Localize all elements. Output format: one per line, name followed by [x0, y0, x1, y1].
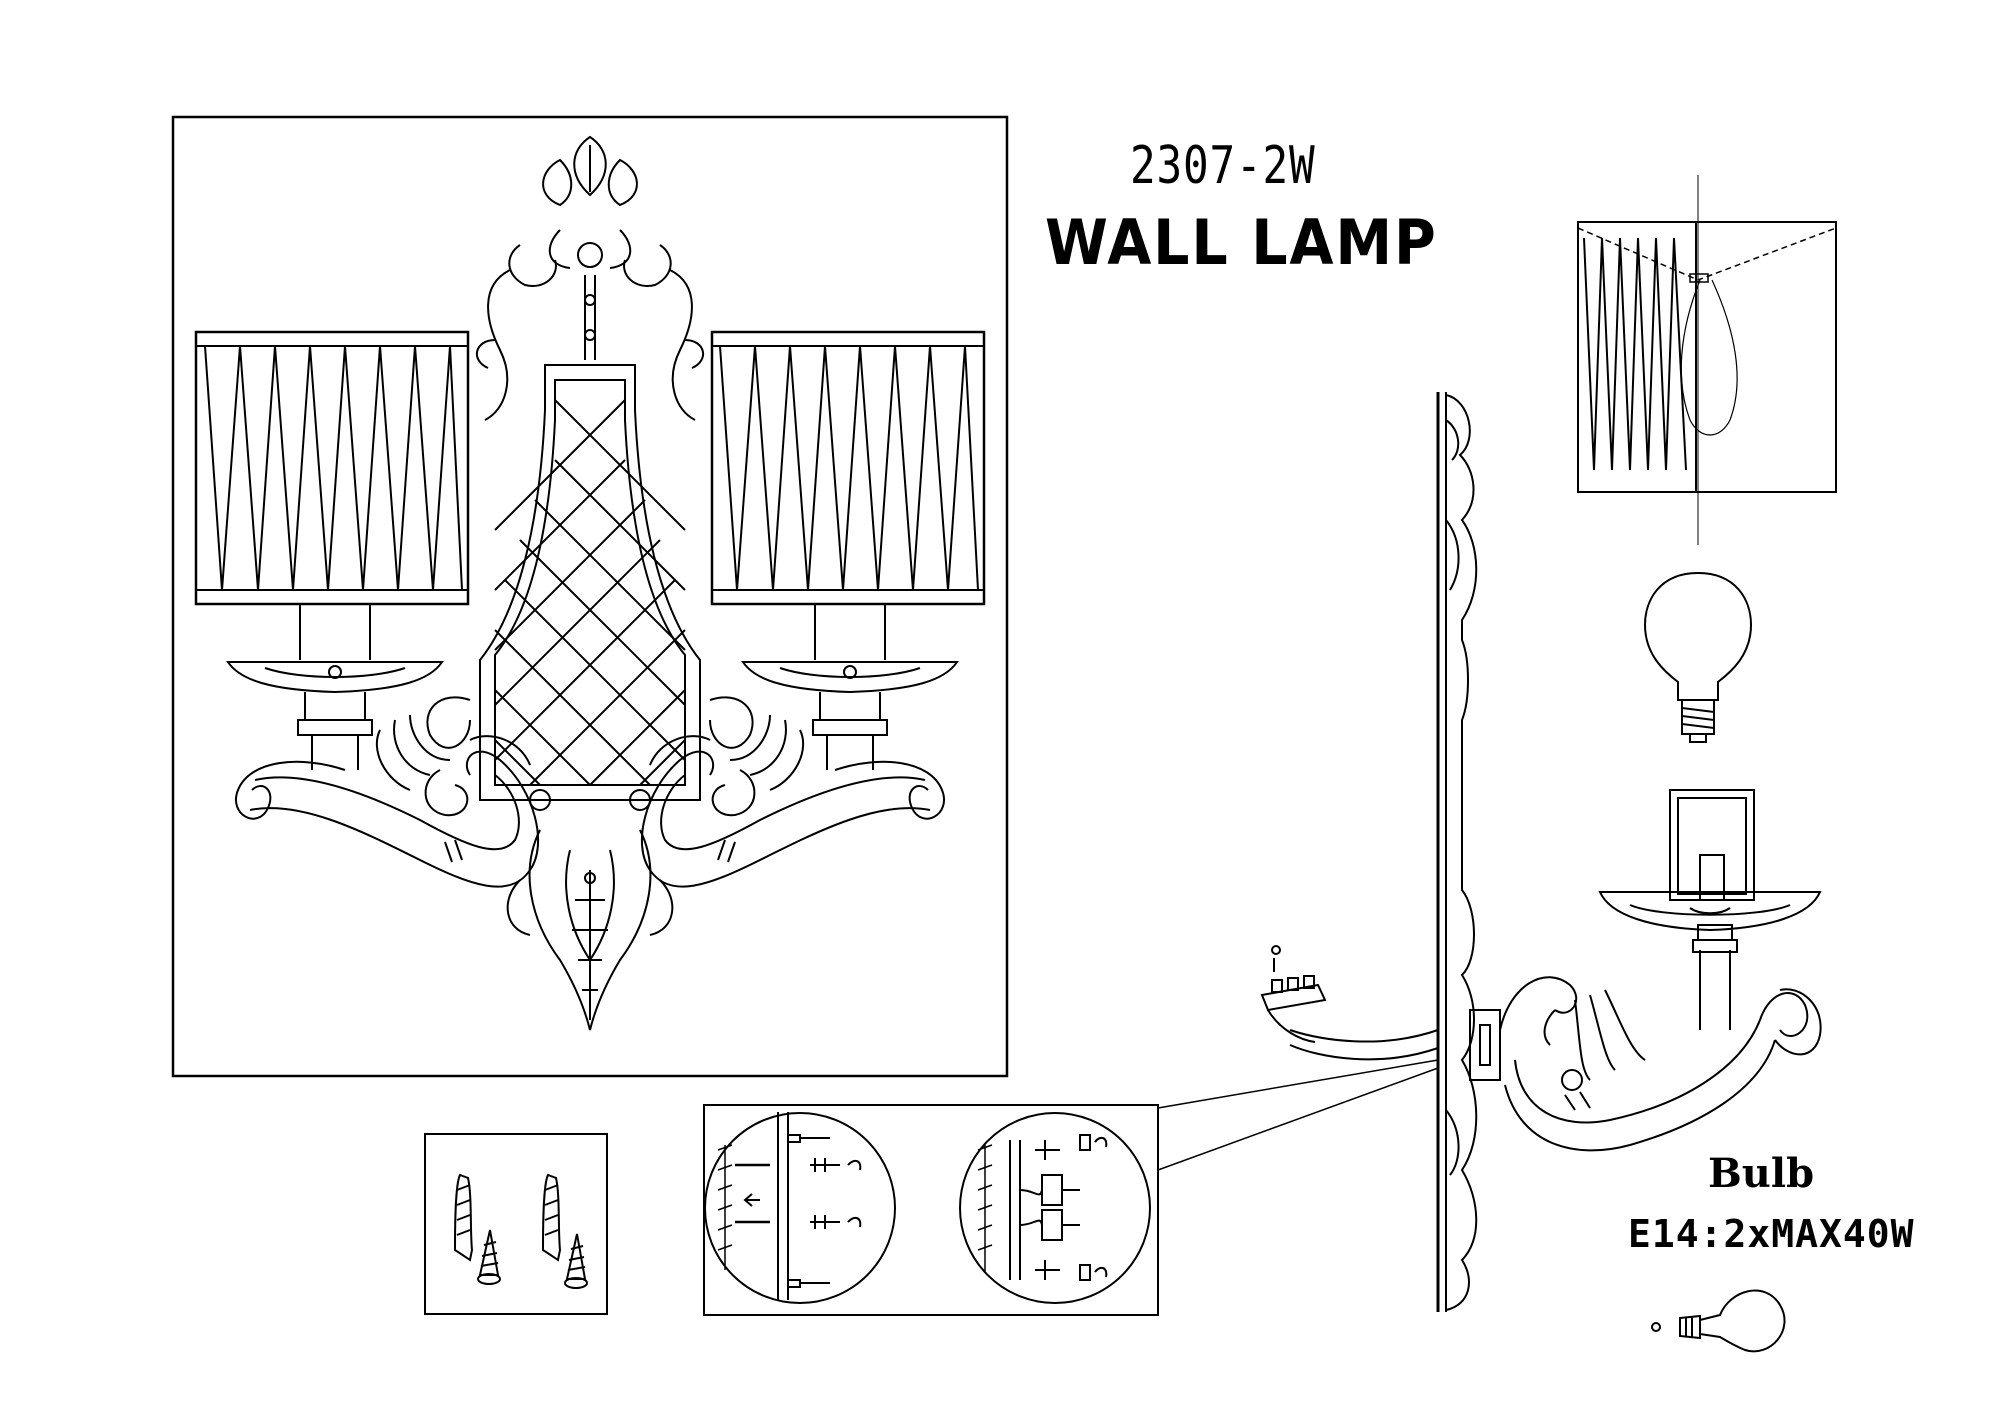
wall-plug-icon	[453, 1173, 562, 1262]
screw-icon	[477, 1229, 588, 1289]
mounting-detail-icon	[703, 1104, 1159, 1316]
lamp-side-view-icon	[1260, 392, 1822, 1312]
front-view-panel	[171, 115, 1009, 1078]
product-title: WALL LAMP	[1045, 206, 1438, 279]
model-number: 2307-2W	[1130, 136, 1316, 196]
bulb-spec: E14:2xMAX40W	[1628, 1212, 1915, 1256]
leader-line	[1157, 1059, 1439, 1171]
lampshade-icon	[1577, 175, 1837, 545]
small-bulb-icon	[1651, 1289, 1786, 1353]
bulb-label: Bulb	[1708, 1150, 1815, 1197]
lamp-front-view-icon	[194, 135, 986, 1031]
globe-bulb-icon	[1643, 571, 1753, 743]
hardware-panel	[424, 1133, 608, 1315]
